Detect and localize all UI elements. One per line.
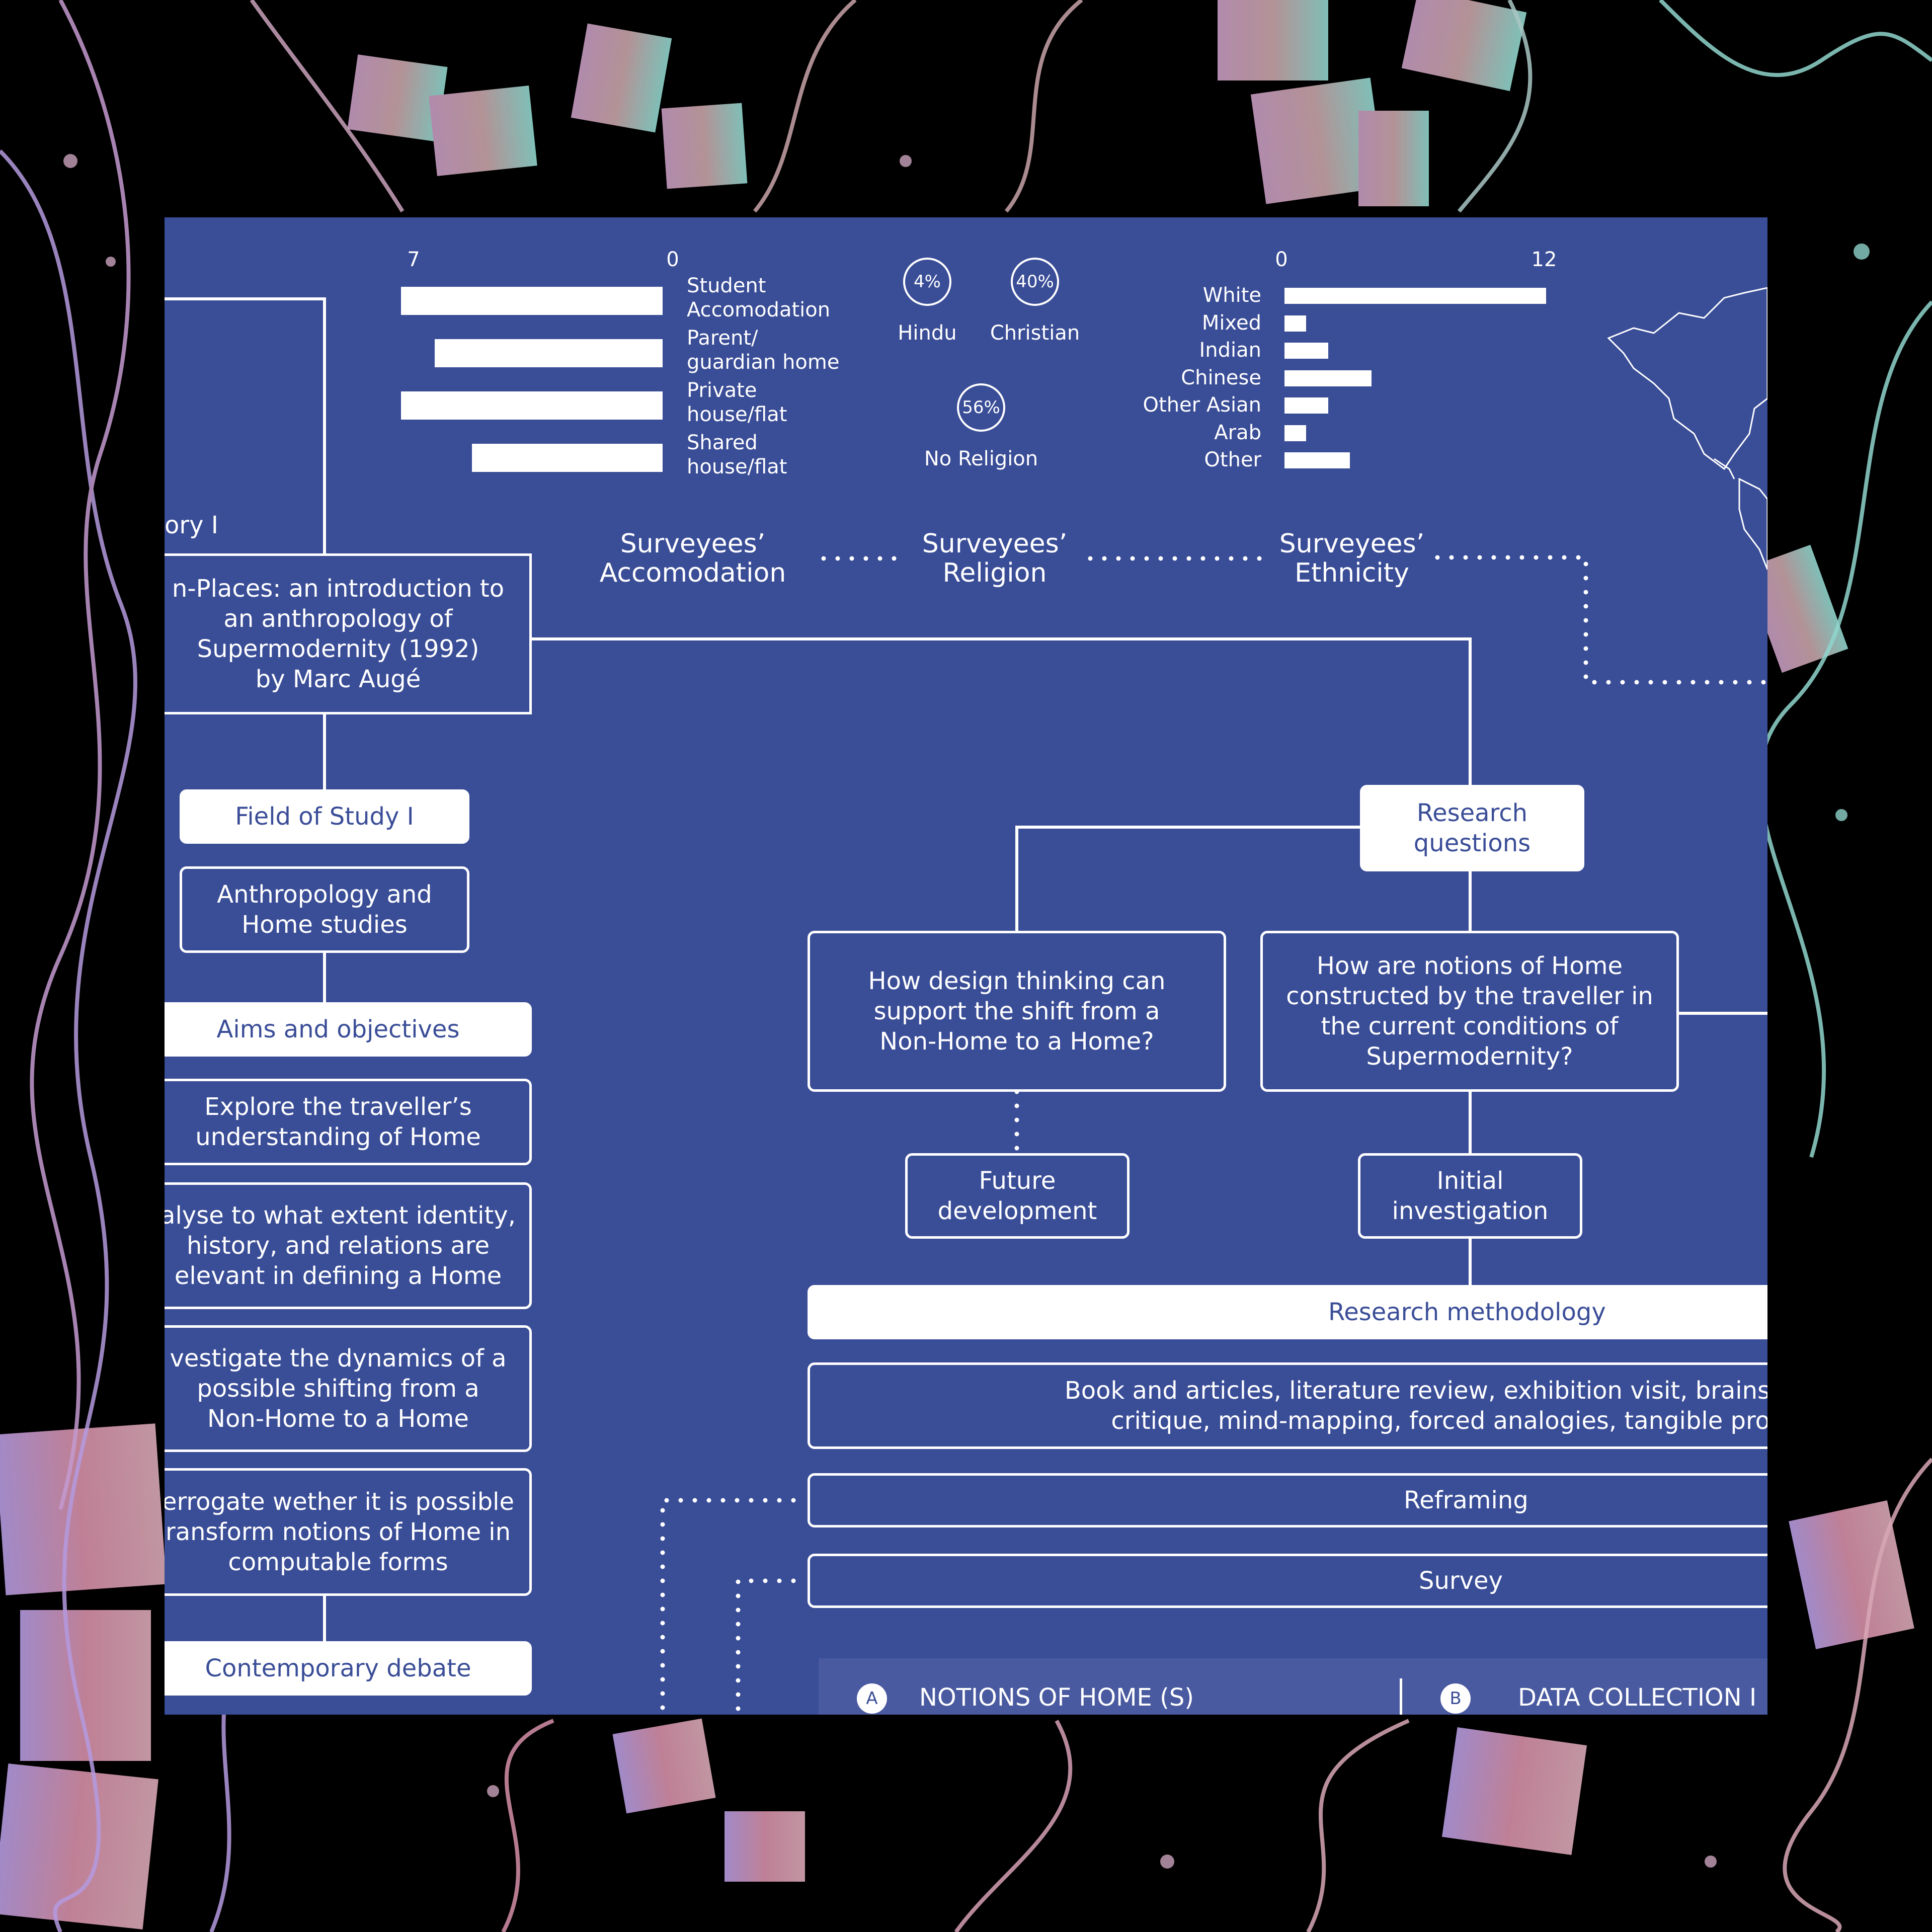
ethnicity-bar [1284, 288, 1546, 304]
field-of-study-header: Field of Study I [180, 789, 469, 844]
ethnicity-label: Indian [1199, 339, 1261, 362]
tab-notions-of-home[interactable]: NOTIONS OF HOME (S) [919, 1683, 1194, 1712]
connector-lines [165, 287, 1767, 1715]
religion-label-no-religion: No Religion [924, 447, 1038, 470]
tab-b-badge[interactable]: B [1440, 1683, 1471, 1714]
methods-box: Book and articles, literature review, ex… [808, 1362, 1767, 1449]
accommodation-bar [401, 287, 663, 315]
ethnicity-label: Mixed [1201, 311, 1261, 335]
field-of-study-value: Anthropology and Home studies [180, 866, 469, 953]
question-design-thinking: How design thinking can support the shif… [808, 931, 1226, 1092]
accommodation-label: Shared house/flat [687, 431, 787, 478]
aim-2: alyse to what extent identity, history, … [165, 1182, 532, 1309]
aim-4: errogate wether it is possible ransform … [165, 1468, 532, 1596]
ethnicity-label: Arab [1214, 421, 1261, 444]
accommodation-label: Student Accomodation [687, 274, 831, 321]
research-questions-header: Research questions [1360, 785, 1584, 871]
methods-text: Book and articles, literature review, ex… [1064, 1377, 1767, 1435]
ethnicity-label: Other [1204, 448, 1261, 471]
future-development-box: Future development [905, 1153, 1130, 1239]
tab-data-collection[interactable]: DATA COLLECTION I [1518, 1683, 1757, 1712]
accommodation-axis-min: 0 [666, 248, 679, 271]
religion-pct-christian: 40% [1011, 258, 1059, 306]
heading-surveyees-ethnicity: Surveyees’ Ethnicity [1279, 529, 1425, 588]
world-map-outline [1607, 287, 1767, 570]
ethnicity-bar [1284, 315, 1307, 332]
ethnicity-bar [1284, 343, 1328, 359]
contemporary-debate-header: Contemporary debate [165, 1641, 532, 1696]
ethnicity-bar [1284, 425, 1307, 441]
ethnicity-bar [1284, 397, 1328, 414]
theory-label: ory I [165, 511, 218, 539]
aim-1: Explore the traveller’s understanding of… [165, 1079, 532, 1165]
accommodation-axis-max: 7 [407, 248, 420, 271]
accommodation-label: Private house/flat [687, 379, 787, 426]
religion-pct-hindu: 4% [903, 258, 951, 306]
aim-3: vestigate the dynamics of a possible shi… [165, 1325, 532, 1452]
section-tab-bar [819, 1658, 1767, 1715]
religion-pct-no-religion: 56% [957, 383, 1005, 432]
ethnicity-label: Chinese [1181, 366, 1261, 389]
ethnicity-bar [1284, 370, 1372, 386]
accommodation-bar [434, 339, 663, 367]
question-notions-of-home: How are notions of Home constructed by t… [1260, 931, 1679, 1092]
religion-label-hindu: Hindu [898, 321, 957, 345]
accommodation-bar [472, 444, 663, 472]
ethnicity-bar [1284, 452, 1350, 468]
heading-surveyees-religion: Surveyees’ Religion [922, 529, 1068, 588]
aims-objectives-header: Aims and objectives [165, 1002, 532, 1057]
book-box: n-Places: an introduction to an anthropo… [165, 553, 532, 714]
reframing-box: Reframing [808, 1473, 1767, 1527]
tab-a-badge[interactable]: A [857, 1683, 887, 1714]
research-methodology-header: Research methodology [808, 1285, 1767, 1339]
ethnicity-label: White [1202, 284, 1261, 307]
heading-surveyees-accomodation: Surveyees’ Accomodation [599, 529, 786, 588]
initial-investigation-box: Initial investigation [1358, 1153, 1582, 1239]
accommodation-bar [401, 391, 663, 420]
ethnicity-label: Other Asian [1143, 393, 1261, 417]
ethnicity-axis-min: 0 [1275, 248, 1288, 271]
ethnicity-axis-max: 12 [1531, 248, 1557, 271]
religion-label-christian: Christian [990, 321, 1080, 345]
survey-box: Survey [808, 1554, 1767, 1608]
accommodation-label: Parent/ guardian home [687, 327, 840, 374]
tab-divider [1400, 1678, 1402, 1715]
